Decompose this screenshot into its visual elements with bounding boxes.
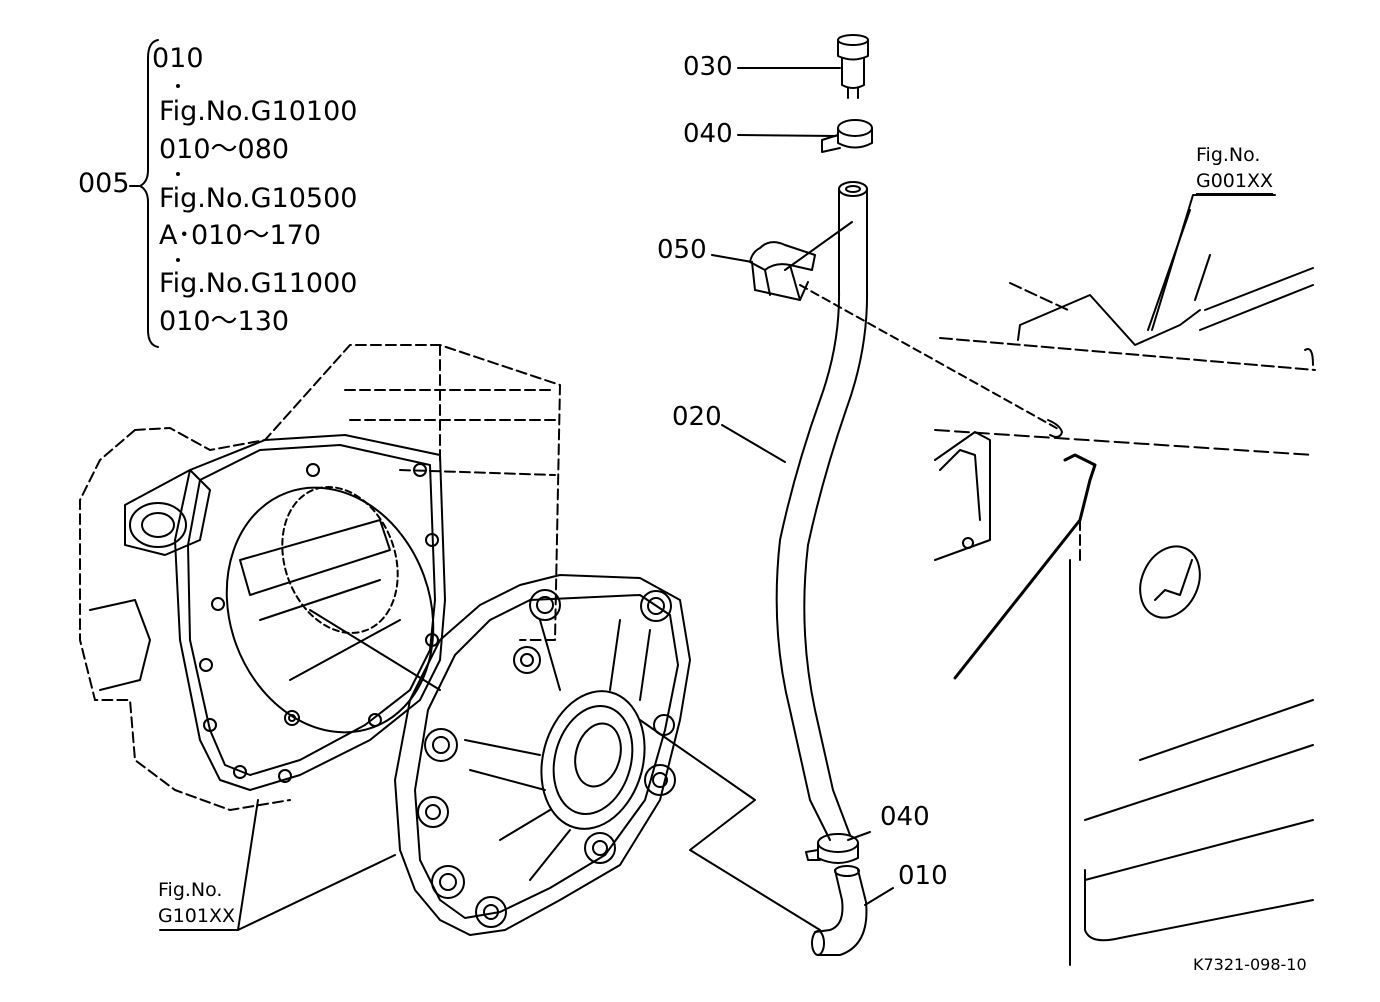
transmission-housing (79, 344, 561, 811)
label-fig-g10100: Fig.No.G10100 (159, 96, 358, 127)
ref-right-line1: Fig.No. (1196, 144, 1261, 166)
label-030: 030 (683, 52, 733, 82)
label-020: 020 (672, 402, 722, 432)
label-010-top: 010 (152, 43, 204, 74)
leader-020 (721, 424, 786, 463)
label-040-top: 040 (683, 119, 733, 149)
cover-plate (394, 574, 691, 936)
label-range-1: 010～080 (159, 134, 290, 165)
leader-ref-left (237, 799, 396, 931)
leader-plate (639, 719, 821, 931)
label-005: 005 (78, 168, 130, 199)
elbow-tube-010 (811, 865, 868, 956)
label-fig-g11000: Fig.No.G11000 (159, 268, 358, 299)
drawing-code: K7321-098-10 (1193, 955, 1307, 974)
ref-left-line2: G101XX (158, 905, 236, 927)
separator-dot (176, 172, 180, 176)
label-010-bottom: 010 (898, 861, 948, 891)
leader-housing (309, 609, 441, 691)
separator-dot (176, 258, 180, 262)
label-050: 050 (657, 235, 707, 265)
group-bracket (139, 39, 159, 348)
machine-body (934, 209, 1316, 966)
label-range-2: A･010～170 (159, 220, 322, 251)
cap-030 (837, 34, 869, 99)
leader-ref-right (1151, 194, 1276, 331)
ref-left-line1: Fig.No. (158, 879, 223, 901)
ref-right-line2: G001XX (1196, 170, 1274, 194)
hose-020 (775, 181, 869, 841)
label-fig-g10500: Fig.No.G10500 (159, 183, 358, 214)
label-040-bottom: 040 (880, 802, 930, 832)
leader-050-dashed (799, 284, 1061, 431)
clip-050 (749, 241, 816, 301)
clamp-040-top (821, 119, 873, 153)
separator-dot (176, 84, 180, 88)
clamp-040-bottom (805, 833, 859, 864)
label-range-3: 010～130 (159, 306, 290, 337)
